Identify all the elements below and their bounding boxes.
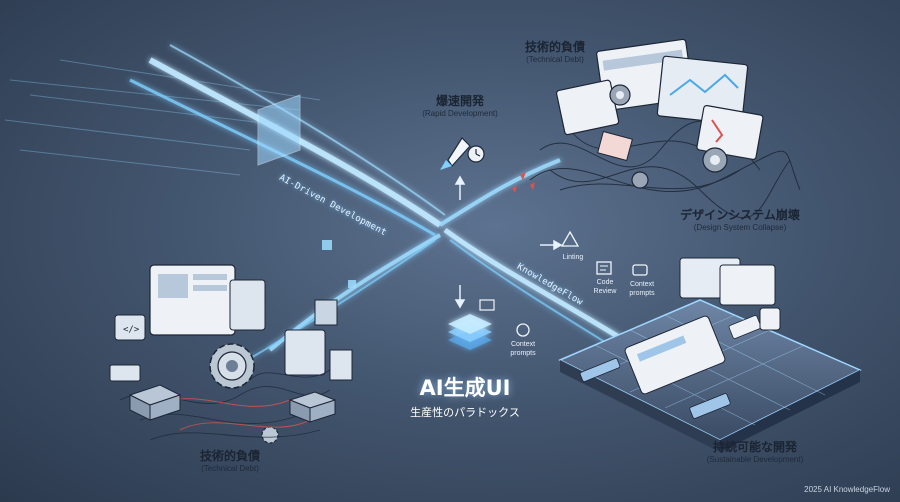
left-monitors: </> bbox=[109, 264, 338, 382]
label-tech-debt-bottom-ja: 技術的負債 bbox=[199, 449, 260, 463]
right-arrow-icon bbox=[540, 239, 563, 251]
gear-icon bbox=[209, 343, 255, 389]
process-label-context-prompts-center: Context prompts bbox=[510, 341, 536, 357]
folder-icon bbox=[479, 299, 495, 311]
label-tech-debt-bottom-en: (Technical Debt) bbox=[201, 464, 259, 473]
label-collapse: デザインシステム崩壊 (Design System Collapse) bbox=[660, 206, 820, 232]
center-title: AI生成UI bbox=[419, 376, 511, 400]
label-tech-debt-bottom: 技術的負債 (Technical Debt) bbox=[170, 447, 290, 473]
floating-cubes bbox=[322, 240, 356, 288]
glass-panel bbox=[257, 94, 301, 166]
label-rapid: 爆速開発 (Rapid Development) bbox=[400, 92, 520, 118]
sustainable-platform bbox=[558, 257, 862, 452]
label-sustainable-ja: 持続可能な開発 bbox=[712, 440, 797, 454]
label-sustainable-en: (Sustainable Development) bbox=[706, 455, 804, 464]
process-label-code-review: Code Review bbox=[593, 279, 617, 295]
center-stack bbox=[448, 314, 492, 350]
process-label-linting: Linting bbox=[562, 254, 584, 261]
server-blocks bbox=[128, 349, 353, 423]
gear-small-icon bbox=[261, 426, 279, 444]
context-prompt-icon bbox=[632, 264, 648, 276]
label-tech-debt-top-en: (Technical Debt) bbox=[526, 55, 584, 64]
label-tech-debt-top: 技術的負債 (Technical Debt) bbox=[500, 38, 610, 64]
label-rapid-ja: 爆速開発 bbox=[435, 94, 484, 108]
spark-marks bbox=[512, 172, 535, 193]
code-review-icon bbox=[596, 261, 612, 275]
label-collapse-ja: デザインシステム崩壊 bbox=[680, 208, 800, 222]
label-collapse-en: (Design System Collapse) bbox=[693, 223, 787, 232]
context-prompt-icon-center bbox=[516, 323, 530, 337]
linting-icon bbox=[560, 230, 580, 247]
label-sustainable: 持続可能な開発 (Sustainable Development) bbox=[680, 438, 830, 464]
clock-icon bbox=[467, 145, 485, 163]
center-title-block: AI生成UI 生産性のパラドックス bbox=[385, 372, 545, 420]
speed-lines bbox=[4, 59, 321, 176]
rocket-icon bbox=[440, 137, 471, 170]
process-label-context-prompts-right: Context prompts bbox=[629, 281, 655, 297]
label-rapid-en: (Rapid Development) bbox=[422, 109, 498, 118]
label-tech-debt-top-ja: 技術的負債 bbox=[524, 40, 585, 54]
red-wires bbox=[159, 398, 311, 431]
center-subtitle: 生産性のパラドックス bbox=[410, 406, 520, 419]
svg-text:</>: </> bbox=[123, 325, 140, 335]
up-arrow-icon bbox=[454, 175, 466, 200]
down-arrow-icon bbox=[454, 285, 466, 309]
copyright: 2025 AI KnowledgeFlow bbox=[804, 485, 890, 494]
chaos-cluster bbox=[529, 38, 801, 219]
